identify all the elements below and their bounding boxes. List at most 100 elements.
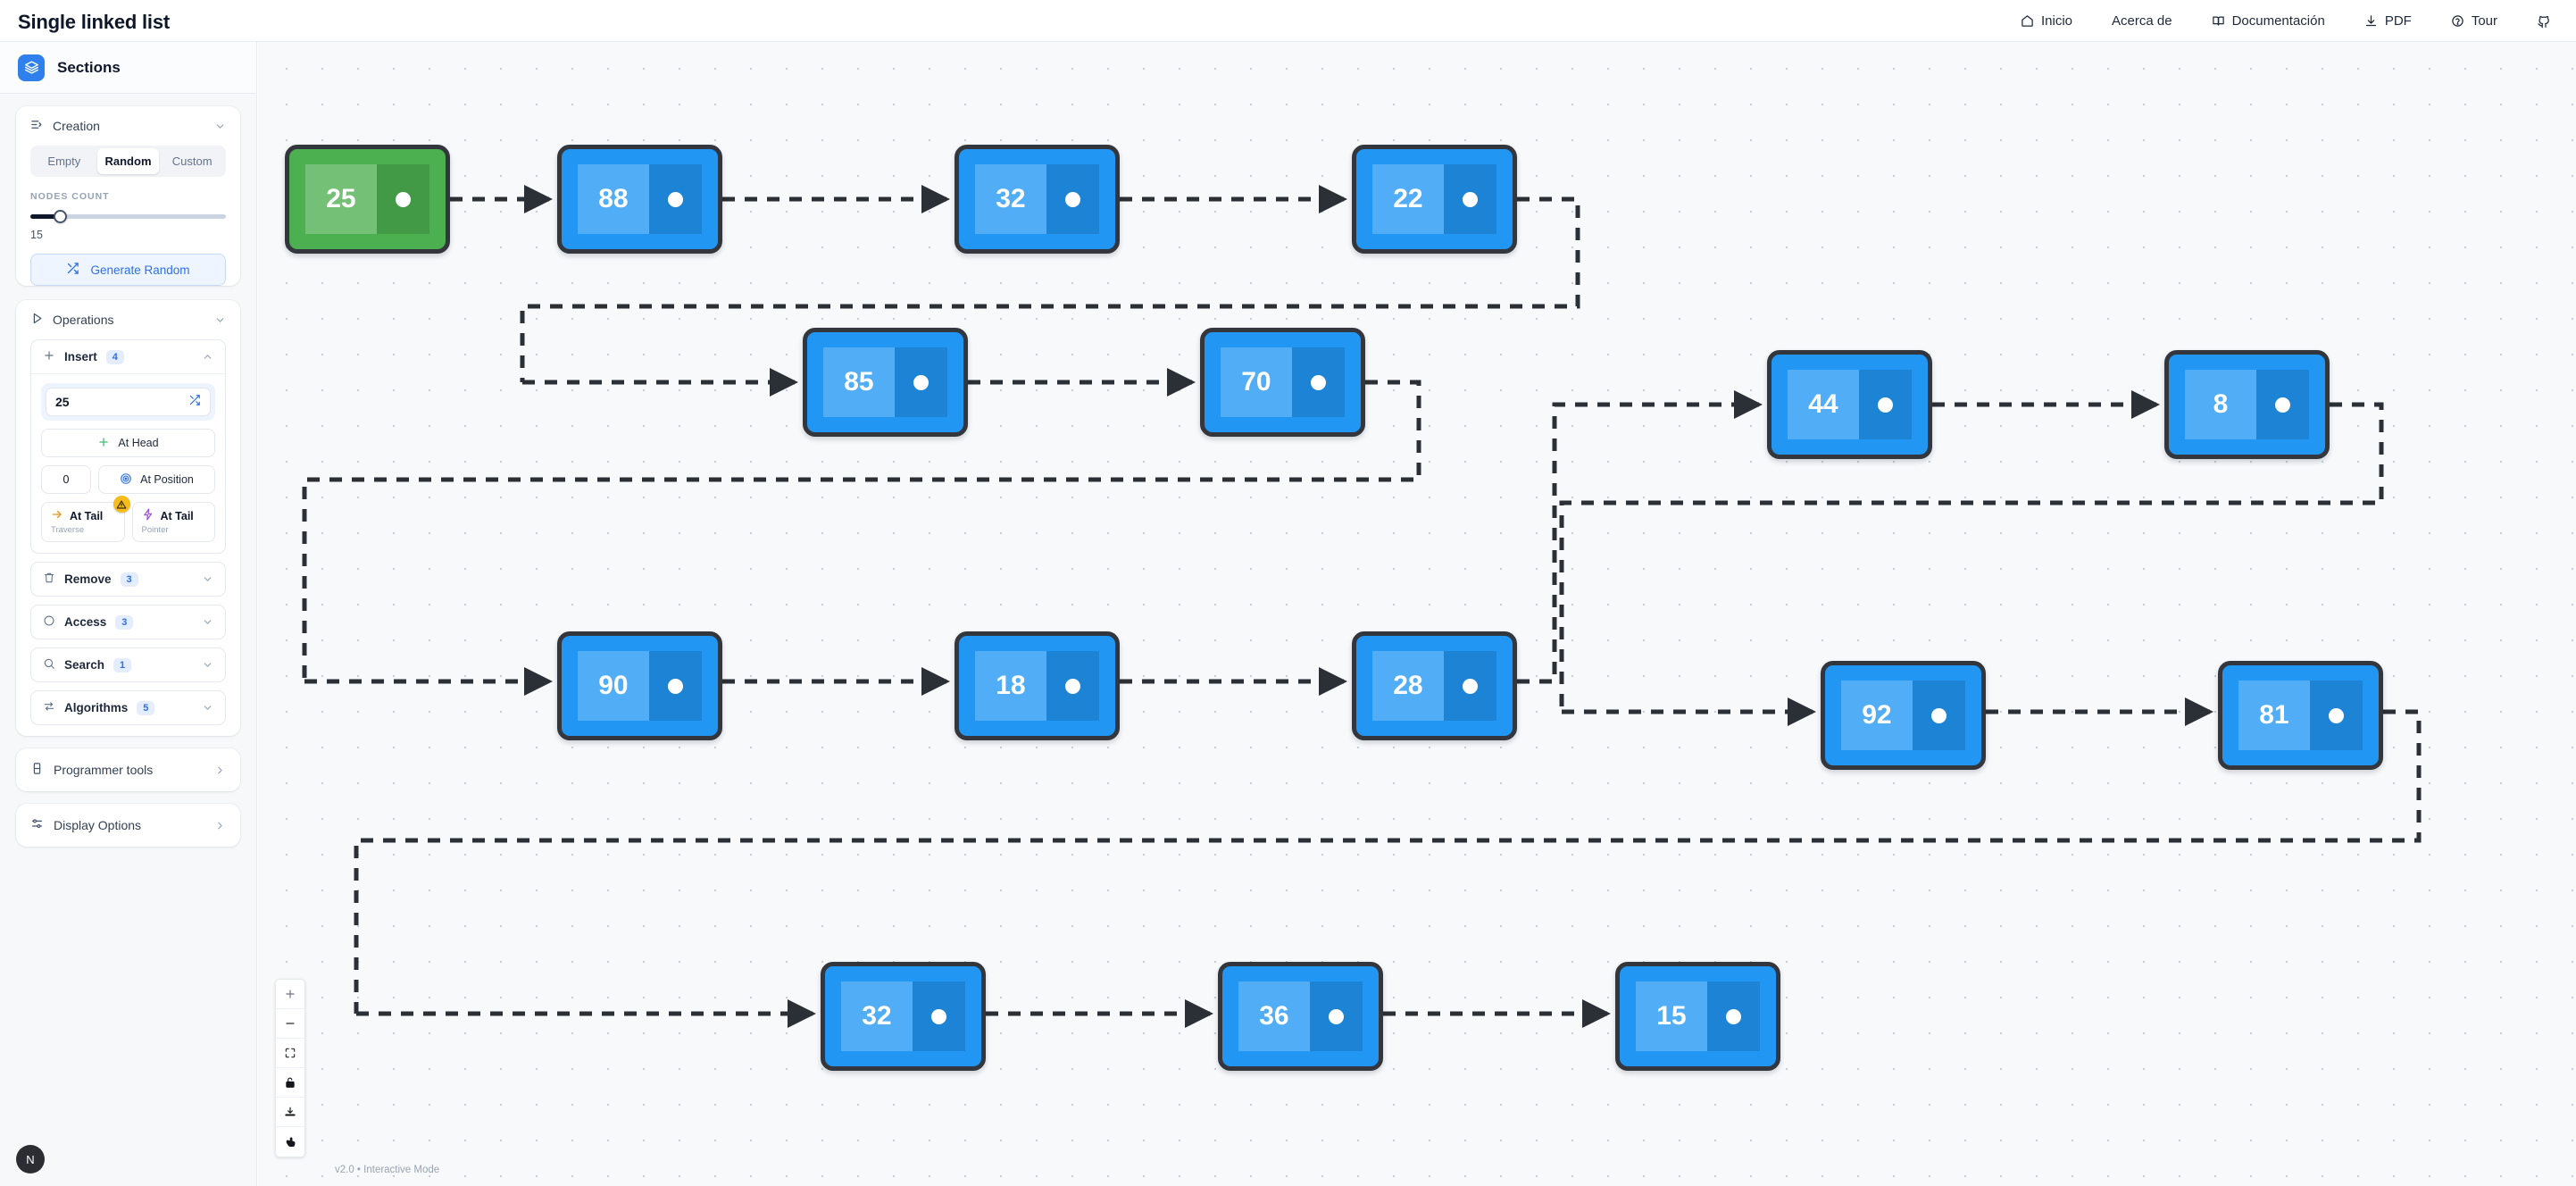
nav-item-tour[interactable]: Tour <box>2431 0 2517 42</box>
hand-pan-icon[interactable] <box>276 1127 304 1157</box>
zoom-in-button[interactable] <box>276 980 304 1009</box>
node-value: 44 <box>1788 370 1859 439</box>
operation-search[interactable]: Search 1 <box>30 647 226 682</box>
list-node-81[interactable]: 81 <box>2218 661 2383 770</box>
export-download-icon[interactable] <box>276 1098 304 1127</box>
sidebar-header: Sections <box>0 42 256 94</box>
nodes-count-slider[interactable] <box>30 209 226 223</box>
list-node-25[interactable]: 25 <box>285 145 450 254</box>
node-value: 90 <box>578 651 649 721</box>
operation-access-header[interactable]: Access 3 <box>31 606 225 639</box>
creation-header[interactable]: Creation <box>16 106 240 146</box>
list-node-92[interactable]: 92 <box>1821 661 1986 770</box>
page-title: Single linked list <box>18 11 170 33</box>
creation-mode-empty[interactable]: Empty <box>47 155 81 168</box>
insert-at-tail-traverse-button[interactable]: At Tail Traverse <box>41 496 130 542</box>
generate-random-button[interactable]: Generate Random <box>30 254 226 286</box>
chevron-down-icon[interactable] <box>202 573 213 585</box>
list-node-32[interactable]: 32 <box>821 962 986 1071</box>
operation-insert-header[interactable]: Insert 4 <box>31 340 225 373</box>
programmer-tools-label: Programmer tools <box>54 763 154 777</box>
nav-item-documentacion[interactable]: Documentación <box>2192 0 2345 42</box>
nodes-count-label: NODES COUNT <box>30 191 110 202</box>
insert-value-input[interactable]: 25 <box>46 388 211 416</box>
creation-mode-custom[interactable]: Custom <box>171 155 213 168</box>
operation-insert-badge: 4 <box>105 349 124 364</box>
slider-knob[interactable] <box>54 210 67 223</box>
nav-item-pdf[interactable]: PDF <box>2345 0 2431 42</box>
display-options-card[interactable]: Display Options <box>16 804 240 847</box>
insert-at-head-button[interactable]: At Head <box>41 429 215 457</box>
slider-track <box>30 214 226 219</box>
creation-mode-random[interactable]: Random <box>96 148 160 174</box>
link-22-wrap <box>520 196 1580 382</box>
avatar[interactable]: N <box>16 1145 45 1173</box>
pointer-dot-icon <box>667 191 683 207</box>
shuffle-icon[interactable] <box>188 394 201 411</box>
zoom-out-button[interactable] <box>276 1009 304 1039</box>
pointer-dot-icon <box>395 191 411 207</box>
list-node-88[interactable]: 88 <box>557 145 722 254</box>
insert-value-shell: 25 <box>41 383 215 421</box>
node-pointer-cell <box>1291 347 1345 417</box>
chevron-down-icon[interactable] <box>202 659 213 671</box>
insert-at-tail-pointer-button[interactable]: At Tail Pointer <box>131 502 215 542</box>
operation-algorithms[interactable]: Algorithms 5 <box>30 690 226 725</box>
nav-item-inicio[interactable]: Inicio <box>2001 0 2092 42</box>
list-node-22[interactable]: 22 <box>1352 145 1517 254</box>
pointer-dot-icon <box>667 678 683 694</box>
operations-header[interactable]: Operations <box>16 300 240 339</box>
node-inner: 8 <box>2185 370 2309 439</box>
list-node-18[interactable]: 18 <box>955 631 1120 740</box>
operation-search-header[interactable]: Search 1 <box>31 648 225 681</box>
fit-view-button[interactable] <box>276 1039 304 1068</box>
pointer-dot-icon <box>930 1008 946 1024</box>
insert-at-position-button[interactable]: At Position <box>98 465 215 494</box>
operation-remove-header[interactable]: Remove 3 <box>31 563 225 596</box>
chevron-right-icon[interactable] <box>214 820 226 831</box>
insert-at-position-row: 0 At Position <box>41 465 215 494</box>
sliders-icon <box>30 817 44 833</box>
node-inner: 88 <box>578 164 702 234</box>
lock-icon[interactable] <box>276 1068 304 1098</box>
insert-at-tail-traverse-label: At Tail <box>70 509 104 522</box>
operation-algorithms-header[interactable]: Algorithms 5 <box>31 691 225 724</box>
insert-position-input[interactable]: 0 <box>41 465 91 494</box>
list-node-90[interactable]: 90 <box>557 631 722 740</box>
link-81-wrap <box>354 709 2422 1014</box>
chevron-down-icon[interactable] <box>202 702 213 714</box>
chevron-down-icon[interactable] <box>202 616 213 628</box>
chevron-down-icon[interactable] <box>214 121 226 132</box>
sidebar: Sections Creation Empty Random Custom NO… <box>0 42 257 1186</box>
operation-remove-label: Remove <box>64 572 112 586</box>
chevron-right-icon[interactable] <box>214 764 226 776</box>
pointer-dot-icon <box>1462 191 1478 207</box>
display-options-label: Display Options <box>54 818 142 832</box>
list-node-28[interactable]: 28 <box>1352 631 1517 740</box>
list-node-44[interactable]: 44 <box>1767 350 1932 459</box>
nav-item-github[interactable] <box>2517 0 2565 42</box>
nav-label: PDF <box>2384 13 2412 29</box>
operation-remove[interactable]: Remove 3 <box>30 562 226 597</box>
node-pointer-cell <box>1912 681 1965 750</box>
list-node-36[interactable]: 36 <box>1218 962 1383 1071</box>
nav-item-acerca-de[interactable]: Acerca de <box>2092 0 2192 42</box>
list-node-70[interactable]: 70 <box>1200 328 1365 437</box>
list-node-85[interactable]: 85 <box>803 328 968 437</box>
chevron-up-icon[interactable] <box>202 351 213 363</box>
search-icon <box>43 657 55 672</box>
node-pointer-cell <box>648 164 702 234</box>
operation-access[interactable]: Access 3 <box>30 605 226 639</box>
top-navigation: Inicio Acerca de Documentación PDF <box>2001 0 2565 42</box>
list-node-32[interactable]: 32 <box>955 145 1120 254</box>
list-node-8[interactable]: 8 <box>2164 350 2330 459</box>
programmer-tools-card[interactable]: Programmer tools <box>16 748 240 791</box>
chevron-down-icon[interactable] <box>214 314 226 326</box>
list-node-15[interactable]: 15 <box>1615 962 1780 1071</box>
insert-at-tail-pointer-sub: Pointer <box>141 525 169 535</box>
node-value: 70 <box>1221 347 1292 417</box>
arrow-right-icon <box>51 508 63 523</box>
operation-algorithms-label: Algorithms <box>64 701 129 714</box>
